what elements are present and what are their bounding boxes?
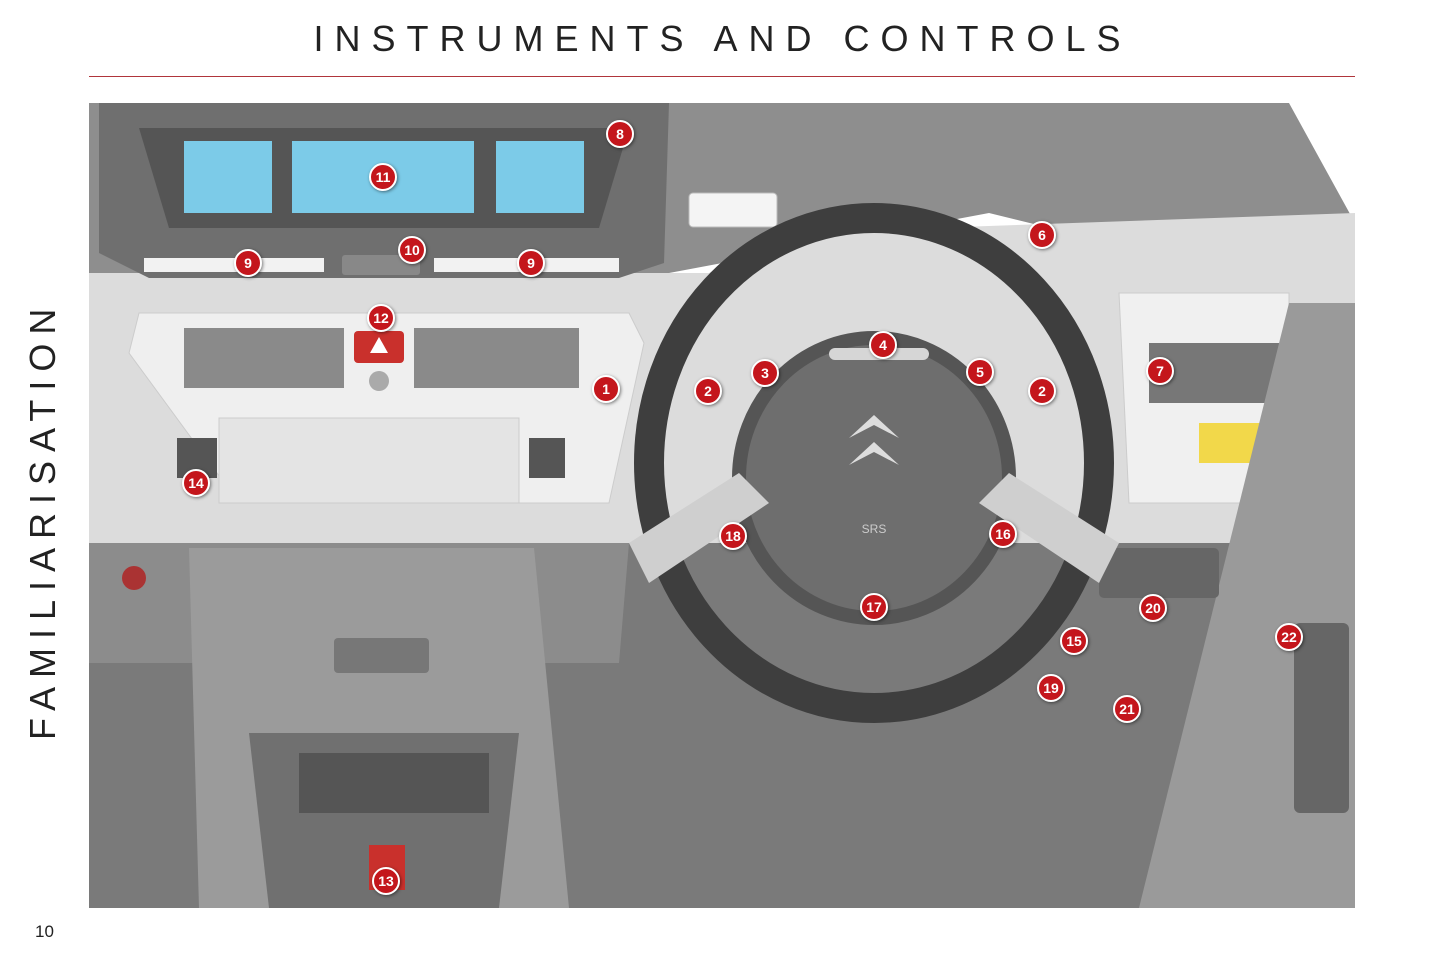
callout-20: 20	[1139, 594, 1167, 622]
callout-15: 15	[1060, 627, 1088, 655]
callout-7: 7	[1146, 357, 1174, 385]
callout-22: 22	[1275, 623, 1303, 651]
callout-16: 16	[989, 520, 1017, 548]
callout-21: 21	[1113, 695, 1141, 723]
callout-3: 3	[751, 359, 779, 387]
title-divider	[89, 76, 1355, 77]
cluster-screen-right	[496, 141, 584, 213]
callout-12: 12	[367, 304, 395, 332]
callout-2-right: 2	[1028, 377, 1056, 405]
callout-5: 5	[966, 358, 994, 386]
callout-6: 6	[1028, 221, 1056, 249]
callout-10: 10	[398, 236, 426, 264]
callout-19: 19	[1037, 674, 1065, 702]
callout-9-left: 9	[234, 249, 262, 277]
callout-17: 17	[860, 593, 888, 621]
airbag-label: SRS	[862, 522, 887, 536]
page-title: INSTRUMENTS AND CONTROLS	[313, 18, 1132, 59]
section-side-tab: FAMILIARISATION	[22, 299, 63, 740]
callout-8: 8	[606, 120, 634, 148]
callout-9-right: 9	[517, 249, 545, 277]
callout-4: 4	[869, 331, 897, 359]
callout-14: 14	[182, 469, 210, 497]
callout-13: 13	[372, 867, 400, 895]
dashboard-illustration: SRS 1 2 2 3 4 5 6 7 8 9 9 10 11 12 13 14…	[89, 103, 1355, 908]
callout-1: 1	[592, 375, 620, 403]
callout-2-left: 2	[694, 377, 722, 405]
callout-11: 11	[369, 163, 397, 191]
cluster-screen-left	[184, 141, 272, 213]
callout-18: 18	[719, 522, 747, 550]
page-number: 10	[35, 922, 54, 941]
dashboard-drawing: SRS	[89, 103, 1355, 908]
